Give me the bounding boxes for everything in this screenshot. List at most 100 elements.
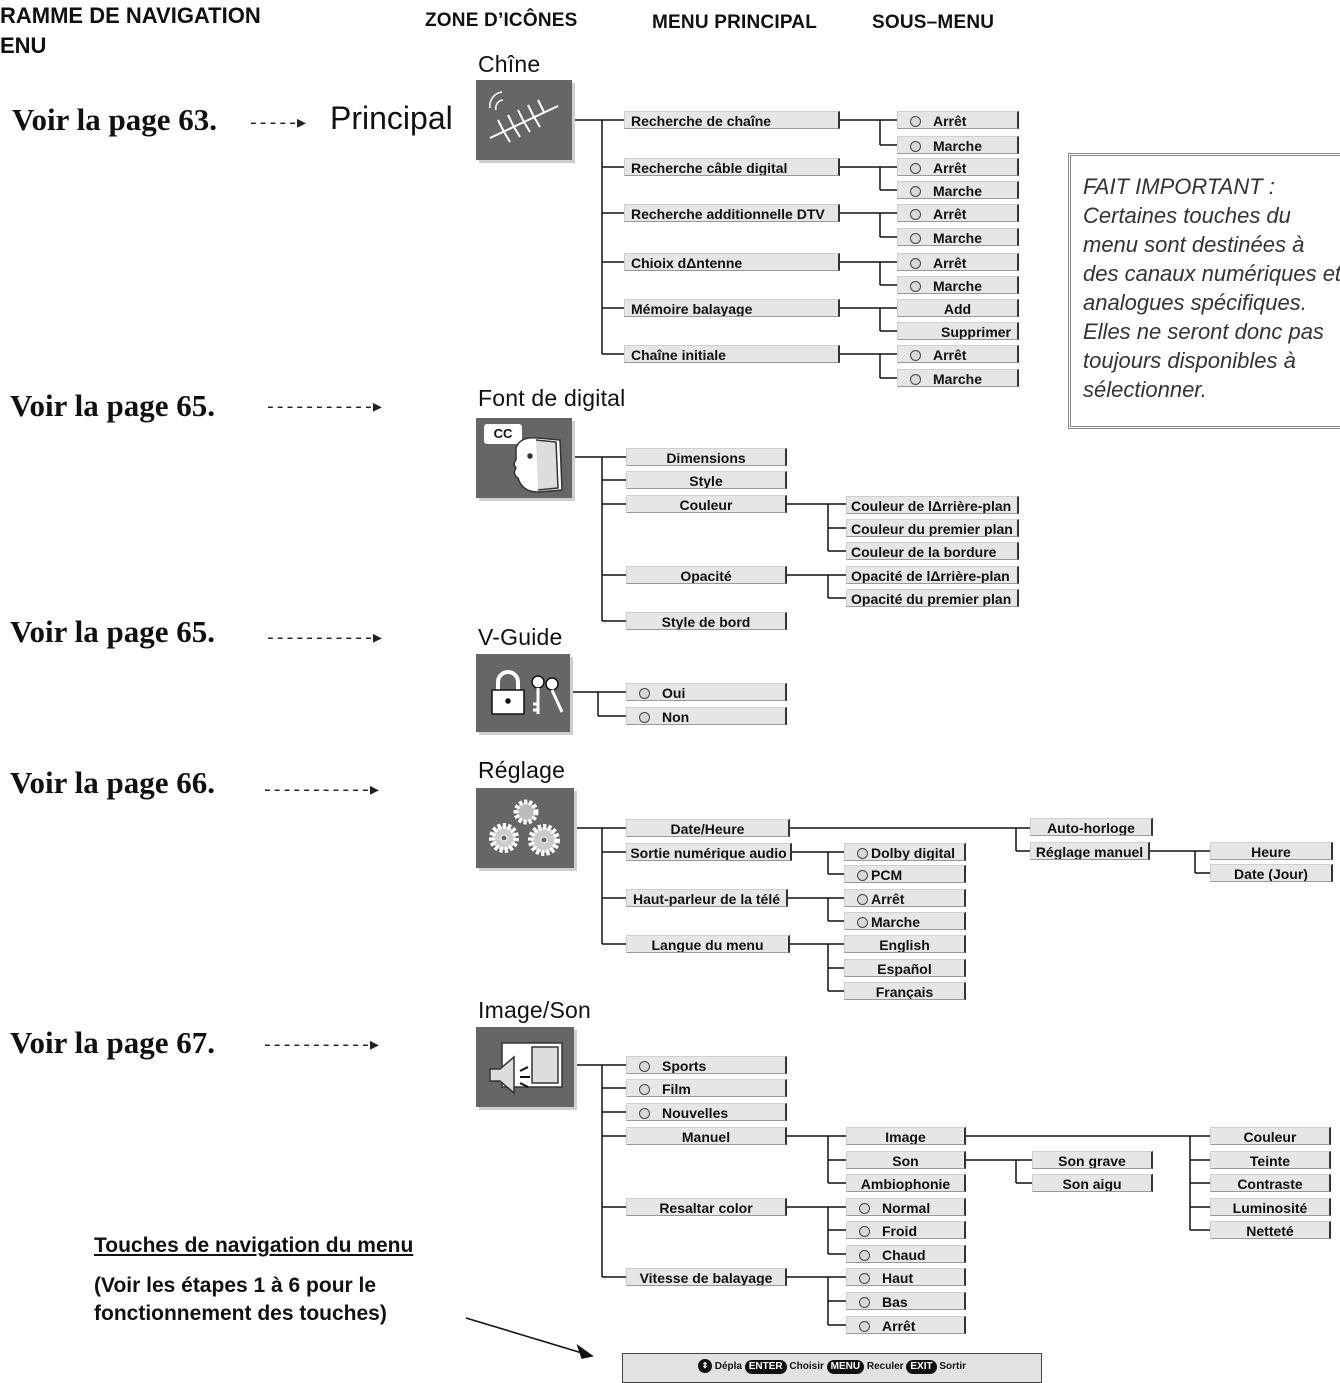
menu-item[interactable]: Opacité — [626, 566, 787, 584]
lock-keys-icon — [476, 654, 570, 732]
dashed-arrow-icon: -----▸ — [248, 114, 306, 134]
submenu-option[interactable]: Couleur du premier plan — [846, 519, 1019, 537]
dashed-arrow-icon: -----------▸ — [262, 781, 379, 801]
submenu-option[interactable]: Netteté — [1210, 1221, 1331, 1239]
submenu-option[interactable]: Couleur — [1210, 1127, 1331, 1145]
menu-item[interactable]: Langue du menu — [626, 935, 790, 953]
radio-icon — [639, 1061, 650, 1072]
submenu-option[interactable]: Add — [897, 299, 1019, 317]
menu-item[interactable]: Resaltar color — [626, 1198, 787, 1216]
submenu-option[interactable]: Marche — [897, 228, 1019, 246]
move-arrows-icon: ⇕ — [697, 1359, 712, 1374]
submenu-option[interactable]: Auto-horloge — [1030, 818, 1153, 836]
submenu-option[interactable]: Opacité de lΔrrière-plan — [846, 566, 1019, 584]
submenu-option[interactable]: Couleur de lΔrrière-plan — [846, 496, 1019, 514]
submenu-option[interactable]: Réglage manuel — [1030, 842, 1150, 860]
submenu-option[interactable]: Arrêt — [846, 1316, 966, 1334]
dashed-arrow-icon: -----------▸ — [265, 629, 382, 649]
menu-item[interactable]: Non — [626, 707, 787, 725]
menu-item[interactable]: Sports — [626, 1056, 787, 1074]
radio-icon — [639, 688, 650, 699]
submenu-option[interactable]: Marche — [844, 912, 966, 930]
submenu-option[interactable]: Son grave — [1032, 1151, 1153, 1169]
submenu-option[interactable]: Normal — [846, 1198, 966, 1216]
diagram-title-line1: RAMME DE NAVIGATION — [0, 3, 261, 28]
submenu-option[interactable]: Image — [846, 1127, 966, 1145]
radio-icon — [910, 116, 921, 127]
submenu-option[interactable]: Arrêt — [897, 345, 1019, 363]
exit-key-icon: EXIT — [906, 1360, 937, 1374]
menu-item[interactable]: Style — [626, 471, 787, 489]
submenu-option[interactable]: Ambiophonie — [846, 1174, 966, 1192]
nav-exit-label: Sortir — [939, 1361, 967, 1372]
submenu-option[interactable]: Son — [846, 1151, 966, 1169]
submenu-option[interactable]: Son aigu — [1032, 1174, 1153, 1192]
menu-item[interactable]: Mémoire balayage — [624, 299, 840, 317]
submenu-option[interactable]: Français — [844, 982, 966, 1000]
section-title-chine: Chîne — [478, 51, 541, 77]
submenu-option[interactable]: Froid — [846, 1221, 966, 1239]
menu-item[interactable]: Sortie numérique audio — [626, 843, 792, 861]
nav-menu-label: Reculer — [866, 1361, 904, 1372]
menu-item[interactable]: Film — [626, 1079, 787, 1097]
submenu-option[interactable]: Opacité du premier plan — [846, 589, 1019, 607]
dashed-arrow-icon: -----------▸ — [262, 1036, 379, 1056]
submenu-option[interactable]: Arrêt — [897, 111, 1019, 129]
radio-icon — [857, 894, 868, 905]
menu-item[interactable]: Vitesse de balayage — [626, 1268, 787, 1286]
submenu-option[interactable]: Arrêt — [844, 889, 966, 907]
menu-item[interactable]: Manuel — [626, 1127, 787, 1145]
menu-item[interactable]: Recherche de chaîne — [624, 111, 840, 129]
submenu-option[interactable]: English — [844, 935, 966, 953]
submenu-option[interactable]: Haut — [846, 1268, 966, 1286]
menu-item[interactable]: Oui — [626, 683, 787, 701]
submenu-option[interactable]: Supprimer — [897, 322, 1019, 340]
cc-caption-icon: CC — [476, 418, 572, 498]
submenu-option[interactable]: Couleur de la bordure — [846, 542, 1019, 560]
col-header-main: MENU PRINCIPAL — [652, 12, 818, 33]
page-ref-image-son: Voir la page 67. — [10, 1025, 215, 1060]
nav-key-bar: ⇕ Dépla ENTER Choisir MENU Reculer EXIT … — [622, 1353, 1042, 1383]
gears-icon — [476, 788, 574, 868]
menu-item[interactable]: Dimensions — [626, 448, 787, 466]
menu-item[interactable]: Date/Heure — [626, 819, 790, 837]
submenu-option[interactable]: Marche — [897, 276, 1019, 294]
submenu-option[interactable]: Chaud — [846, 1245, 966, 1263]
submenu-option[interactable]: Luminosité — [1210, 1198, 1331, 1216]
submenu-option[interactable]: Marche — [897, 369, 1019, 387]
menu-item[interactable]: Nouvelles — [626, 1103, 787, 1121]
submenu-option[interactable]: Marche — [897, 136, 1019, 154]
nav-move-label: Dépla — [714, 1361, 742, 1372]
nav-keys-desc-1: (Voir les étapes 1 à 6 pour le — [94, 1274, 377, 1297]
menu-item[interactable]: Haut-parleur de la télé — [626, 889, 788, 907]
submenu-option[interactable]: Arrêt — [897, 253, 1019, 271]
submenu-option[interactable]: Contraste — [1210, 1174, 1331, 1192]
submenu-option[interactable]: Teinte — [1210, 1151, 1331, 1169]
submenu-option[interactable]: Arrêt — [897, 204, 1019, 222]
page-ref-reglage: Voir la page 66. — [10, 765, 215, 800]
section-title-reglage: Réglage — [478, 757, 566, 783]
menu-item[interactable]: Style de bord — [626, 612, 787, 630]
radio-icon — [859, 1273, 870, 1284]
menu-item[interactable]: Couleur — [626, 495, 787, 513]
submenu-option[interactable]: Español — [844, 959, 966, 977]
menu-item[interactable]: Chioix dΔntenne — [624, 253, 840, 271]
radio-icon — [639, 1084, 650, 1095]
principal-label: Principal — [330, 100, 453, 136]
submenu-option[interactable]: Bas — [846, 1292, 966, 1310]
submenu-option[interactable]: Dolby digital — [844, 843, 966, 861]
menu-item[interactable]: Recherche câble digital — [624, 158, 840, 176]
antenna-icon — [476, 80, 572, 160]
page-ref-chine: Voir la page 63. — [12, 102, 217, 137]
menu-item[interactable]: Chaîne initiale — [624, 345, 840, 363]
submenu-option[interactable]: Date (Jour) — [1210, 864, 1333, 882]
radio-icon — [910, 141, 921, 152]
submenu-option[interactable]: PCM — [844, 865, 966, 883]
menu-item[interactable]: Recherche additionnelle DTV — [624, 204, 840, 222]
radio-icon — [910, 163, 921, 174]
submenu-option[interactable]: Arrêt — [897, 158, 1019, 176]
radio-icon — [859, 1250, 870, 1261]
radio-icon — [639, 712, 650, 723]
submenu-option[interactable]: Heure — [1210, 842, 1333, 860]
submenu-option[interactable]: Marche — [897, 181, 1019, 199]
